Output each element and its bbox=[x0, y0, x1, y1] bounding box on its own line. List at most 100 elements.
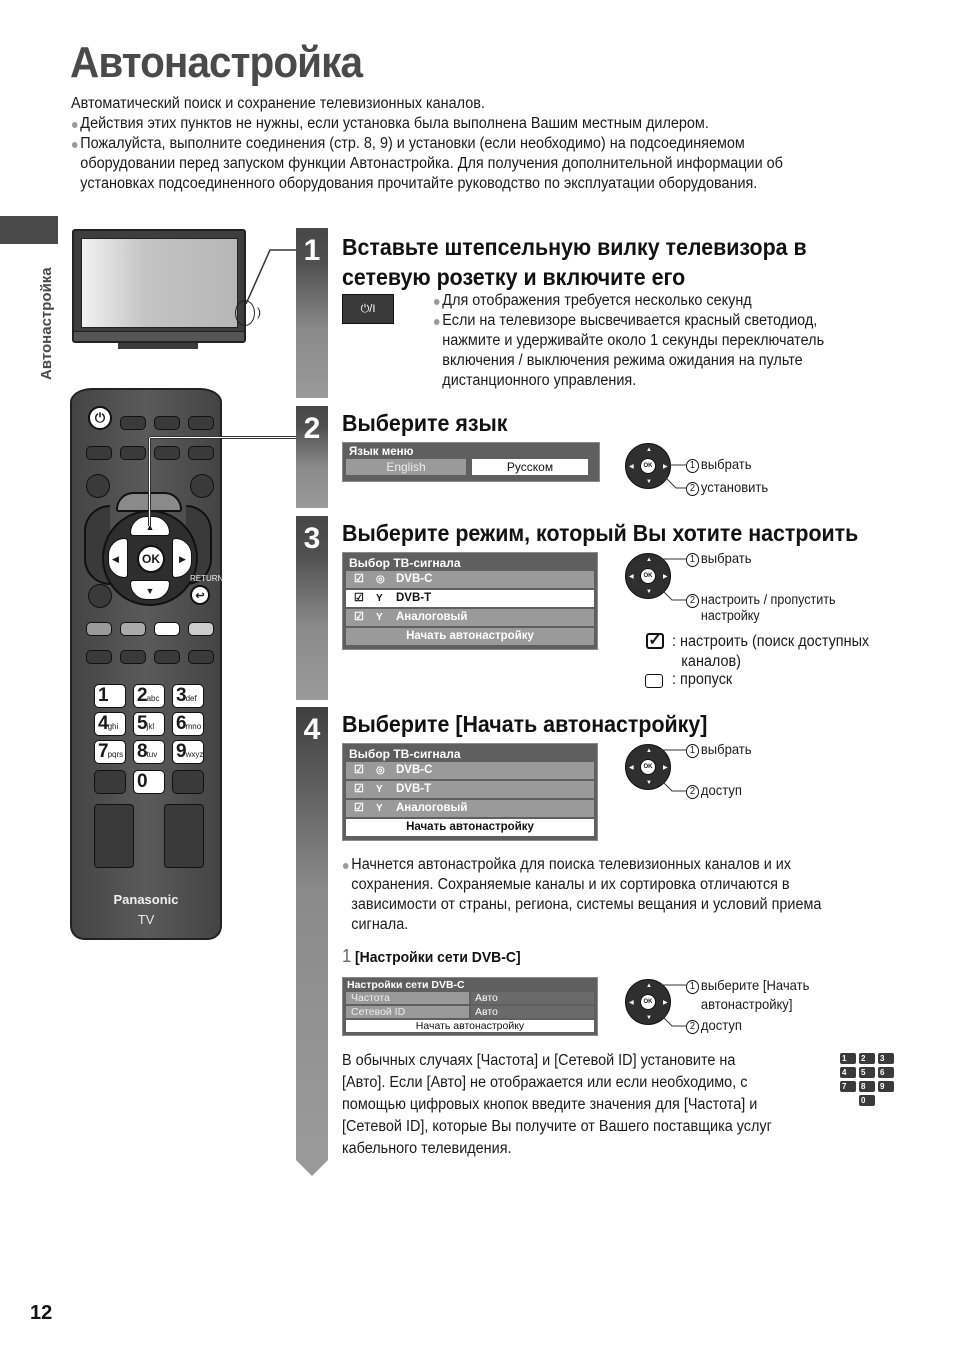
start-autotune-button[interactable]: Начать автонастройку bbox=[346, 628, 594, 645]
analog-antenna-icon: Y bbox=[376, 612, 383, 623]
dpad-right-button[interactable]: ▶ bbox=[172, 538, 192, 578]
power-key-icon: ⏻/I bbox=[342, 294, 394, 324]
checkbox-icon[interactable]: ☑ bbox=[354, 611, 364, 623]
tv-stand bbox=[118, 343, 198, 349]
remote-dpad[interactable]: ▲ ▼ ◀ ▶ OK bbox=[102, 510, 198, 606]
numkey-5[interactable]: 5jkl bbox=[133, 712, 165, 736]
menu-row-dvbc[interactable]: ☑◎DVB-C bbox=[346, 571, 594, 588]
return-icon: ↩ bbox=[195, 589, 205, 602]
remote-button[interactable] bbox=[94, 770, 126, 794]
step-4-title: Выберите [Начать автонастройку] bbox=[342, 711, 708, 737]
start-autotune-button[interactable]: Начать автонастройку bbox=[346, 1020, 594, 1032]
numkey-4[interactable]: 4ghi bbox=[94, 712, 126, 736]
remote-model-label: TV bbox=[137, 912, 155, 927]
remote-color-button-red[interactable] bbox=[86, 622, 112, 636]
remote-button[interactable] bbox=[154, 416, 180, 430]
text-line: В обычных случаях [Частота] и [Сетевой I… bbox=[342, 1052, 736, 1069]
cable-icon: ◎ bbox=[376, 765, 385, 776]
remote-button[interactable] bbox=[188, 416, 214, 430]
nav-callout-lines bbox=[653, 749, 686, 792]
numkey-9[interactable]: 9wxyz bbox=[172, 740, 204, 764]
remote-button[interactable] bbox=[120, 650, 146, 664]
remote-button[interactable] bbox=[154, 650, 180, 664]
language-option-english[interactable]: English bbox=[346, 459, 466, 475]
step-number: 3 bbox=[303, 522, 321, 555]
remote-button[interactable] bbox=[86, 446, 112, 460]
step-number: 1 bbox=[303, 234, 321, 267]
antenna-icon: Y bbox=[376, 784, 383, 795]
intro-bullet: Пожалуйста, выполните соединения (стр. 8… bbox=[71, 134, 852, 154]
checkbox-icon[interactable]: ☑ bbox=[354, 783, 364, 795]
remote-control: ⏻ ▲ ▼ ◀ ▶ OK RETURN ↩ 1 2abc 3def 4ghi 5… bbox=[70, 388, 223, 940]
remote-ok-button[interactable]: OK bbox=[137, 545, 165, 573]
nav-callout-lines bbox=[653, 558, 686, 601]
remote-rocker-left[interactable] bbox=[94, 804, 134, 868]
intro-bullet: Действия этих пунктов не нужны, если уст… bbox=[71, 114, 852, 134]
note-bullet: Для отображения требуется несколько секу… bbox=[433, 291, 879, 311]
checkbox-icon[interactable]: ☑ bbox=[354, 764, 364, 776]
numkey-7[interactable]: 7pqrs bbox=[94, 740, 126, 764]
note-bullet: Если на телевизоре высвечивается красный… bbox=[433, 311, 879, 331]
remote-button[interactable] bbox=[188, 650, 214, 664]
remote-button[interactable] bbox=[172, 770, 204, 794]
remote-button[interactable] bbox=[188, 446, 214, 460]
tv-power-switch-highlight bbox=[235, 300, 255, 326]
checkbox-icon[interactable]: ☑ bbox=[354, 592, 364, 604]
start-autotune-button[interactable]: Начать автонастройку bbox=[346, 819, 594, 836]
remote-button[interactable] bbox=[154, 446, 180, 460]
remote-round-button[interactable] bbox=[190, 474, 214, 498]
numkey-8[interactable]: 8tuv bbox=[133, 740, 165, 764]
numkey-1[interactable]: 1 bbox=[94, 684, 126, 708]
menu-row-dvbc[interactable]: ☑◎DVB-C bbox=[346, 762, 594, 779]
remote-round-button[interactable] bbox=[86, 474, 110, 498]
connector-line-tv bbox=[245, 249, 296, 305]
remote-rocker-right[interactable] bbox=[164, 804, 204, 868]
remote-color-button-yellow[interactable] bbox=[154, 622, 180, 636]
intro-text: Автоматический поиск и сохранение телеви… bbox=[71, 94, 852, 194]
remote-button[interactable] bbox=[86, 650, 112, 664]
remote-brand-logo: Panasonic bbox=[113, 892, 179, 907]
remote-button[interactable] bbox=[120, 446, 146, 460]
step-1-title: сетевую розетку и включите его bbox=[342, 264, 686, 290]
numkey-0[interactable]: 0 bbox=[133, 770, 165, 794]
numkey-6[interactable]: 6mno bbox=[172, 712, 204, 736]
remote-power-button[interactable]: ⏻ bbox=[88, 406, 112, 430]
remote-round-button[interactable] bbox=[88, 584, 112, 608]
text-line: помощью цифровых кнопок введите значения… bbox=[342, 1096, 758, 1113]
text-line: кабельного телевидения. bbox=[342, 1140, 512, 1157]
dvbc-instructions: В обычных случаях [Частота] и [Сетевой I… bbox=[342, 1050, 826, 1160]
step-3-title: Выберите режим, который Вы хотите настро… bbox=[342, 520, 859, 546]
remote-return-button[interactable]: ↩ bbox=[190, 585, 210, 605]
dpad-left-button[interactable]: ◀ bbox=[108, 538, 128, 578]
continue-arrow-icon bbox=[296, 1160, 328, 1176]
menu-title: Выбор ТВ-сигнала bbox=[349, 556, 461, 570]
page-title: Автонастройка bbox=[70, 38, 363, 87]
dpad-down-button[interactable]: ▼ bbox=[130, 580, 170, 600]
numkey-2[interactable]: 2abc bbox=[133, 684, 165, 708]
menu-title: Язык меню bbox=[349, 446, 414, 458]
text-line: [Сетевой ID], которые Вы получите от Ваш… bbox=[342, 1118, 772, 1135]
remote-color-button-blue[interactable] bbox=[188, 622, 214, 636]
checkbox-icon[interactable]: ☑ bbox=[354, 573, 364, 585]
tv-screen bbox=[81, 238, 238, 328]
step-1-bar: 1 bbox=[296, 228, 328, 398]
remote-color-button-green[interactable] bbox=[120, 622, 146, 636]
power-icon: ⏻ bbox=[94, 410, 106, 425]
checkbox-icon[interactable]: ☑ bbox=[354, 802, 364, 814]
numkey-3[interactable]: 3def bbox=[172, 684, 204, 708]
remote-button[interactable] bbox=[120, 416, 146, 430]
language-option-russian[interactable]: Русском bbox=[472, 459, 588, 475]
step-number: 2 bbox=[303, 412, 321, 445]
text-line: [Авто]. Если [Авто] не отображается или … bbox=[342, 1074, 748, 1091]
note-cont: зависимости от страны, региона, системы … bbox=[351, 896, 822, 913]
